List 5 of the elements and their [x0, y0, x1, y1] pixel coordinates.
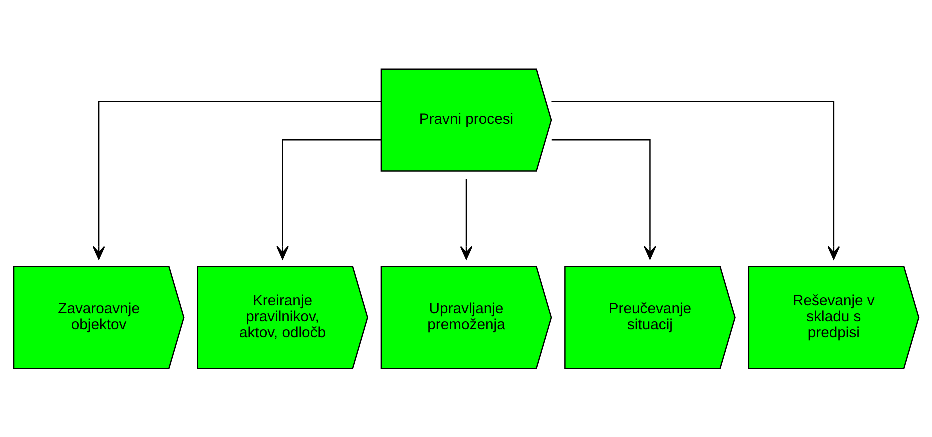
arrow — [460, 178, 472, 260]
arrow — [551, 100, 840, 260]
arrow — [551, 139, 656, 260]
arrow — [276, 139, 381, 260]
arrow — [92, 100, 381, 260]
